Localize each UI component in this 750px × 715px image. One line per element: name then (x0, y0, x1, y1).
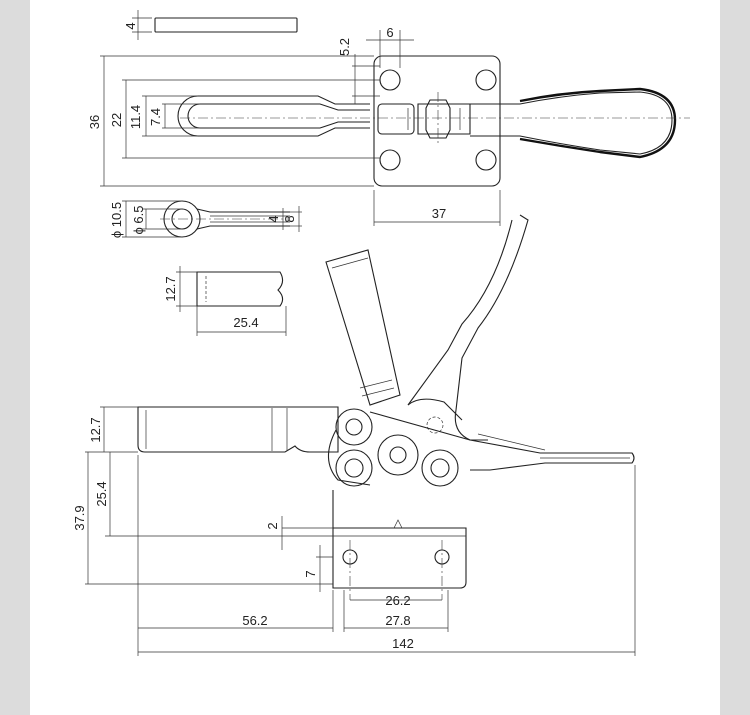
dim-bar-height: 12.7 (163, 276, 178, 301)
dim-spindle-width-outer: 8 (282, 215, 297, 222)
dim-spindle-inner-diameter: ϕ 6.5 (131, 206, 146, 235)
dim-hole-spacing-outer: 27.8 (385, 613, 410, 628)
dim-overall-length: 142 (392, 636, 414, 651)
dim-spindle-outer-diameter: ϕ 10.5 (109, 202, 124, 238)
dim-bolt-spacing-width: 6 (386, 25, 393, 40)
top-plate-strip (132, 10, 298, 40)
right-margin (720, 0, 750, 715)
side-view (85, 214, 636, 656)
dim-slot-width: 11.4 (128, 105, 143, 129)
dim-base-step: 2 (265, 522, 280, 529)
dim-reach: 56.2 (242, 613, 267, 628)
dim-side-clearance: 25.4 (94, 481, 109, 506)
dim-slot-inner-width: 7.4 (148, 108, 163, 126)
plan-view (100, 30, 690, 226)
dim-side-bar-height: 12.7 (88, 417, 103, 442)
dim-spindle-width-inner: 4 (266, 215, 281, 222)
dim-side-total-height: 37.9 (72, 505, 87, 530)
dim-bolt-offset: 5.2 (337, 38, 352, 56)
spindle-detail (122, 200, 302, 238)
bar-detail (176, 266, 287, 336)
dim-bar-slot-height: 22 (109, 113, 124, 127)
dim-base-width: 37 (432, 206, 446, 221)
dim-base-hole-offset: 7 (303, 570, 318, 577)
dim-bar-length: 25.4 (233, 315, 258, 330)
dim-base-height: 36 (87, 115, 102, 129)
drawing-sheet (30, 0, 720, 715)
left-margin (0, 0, 30, 715)
dim-top-plate-thickness: 4 (123, 22, 138, 29)
dim-hole-spacing-inner: 26.2 (385, 593, 410, 608)
